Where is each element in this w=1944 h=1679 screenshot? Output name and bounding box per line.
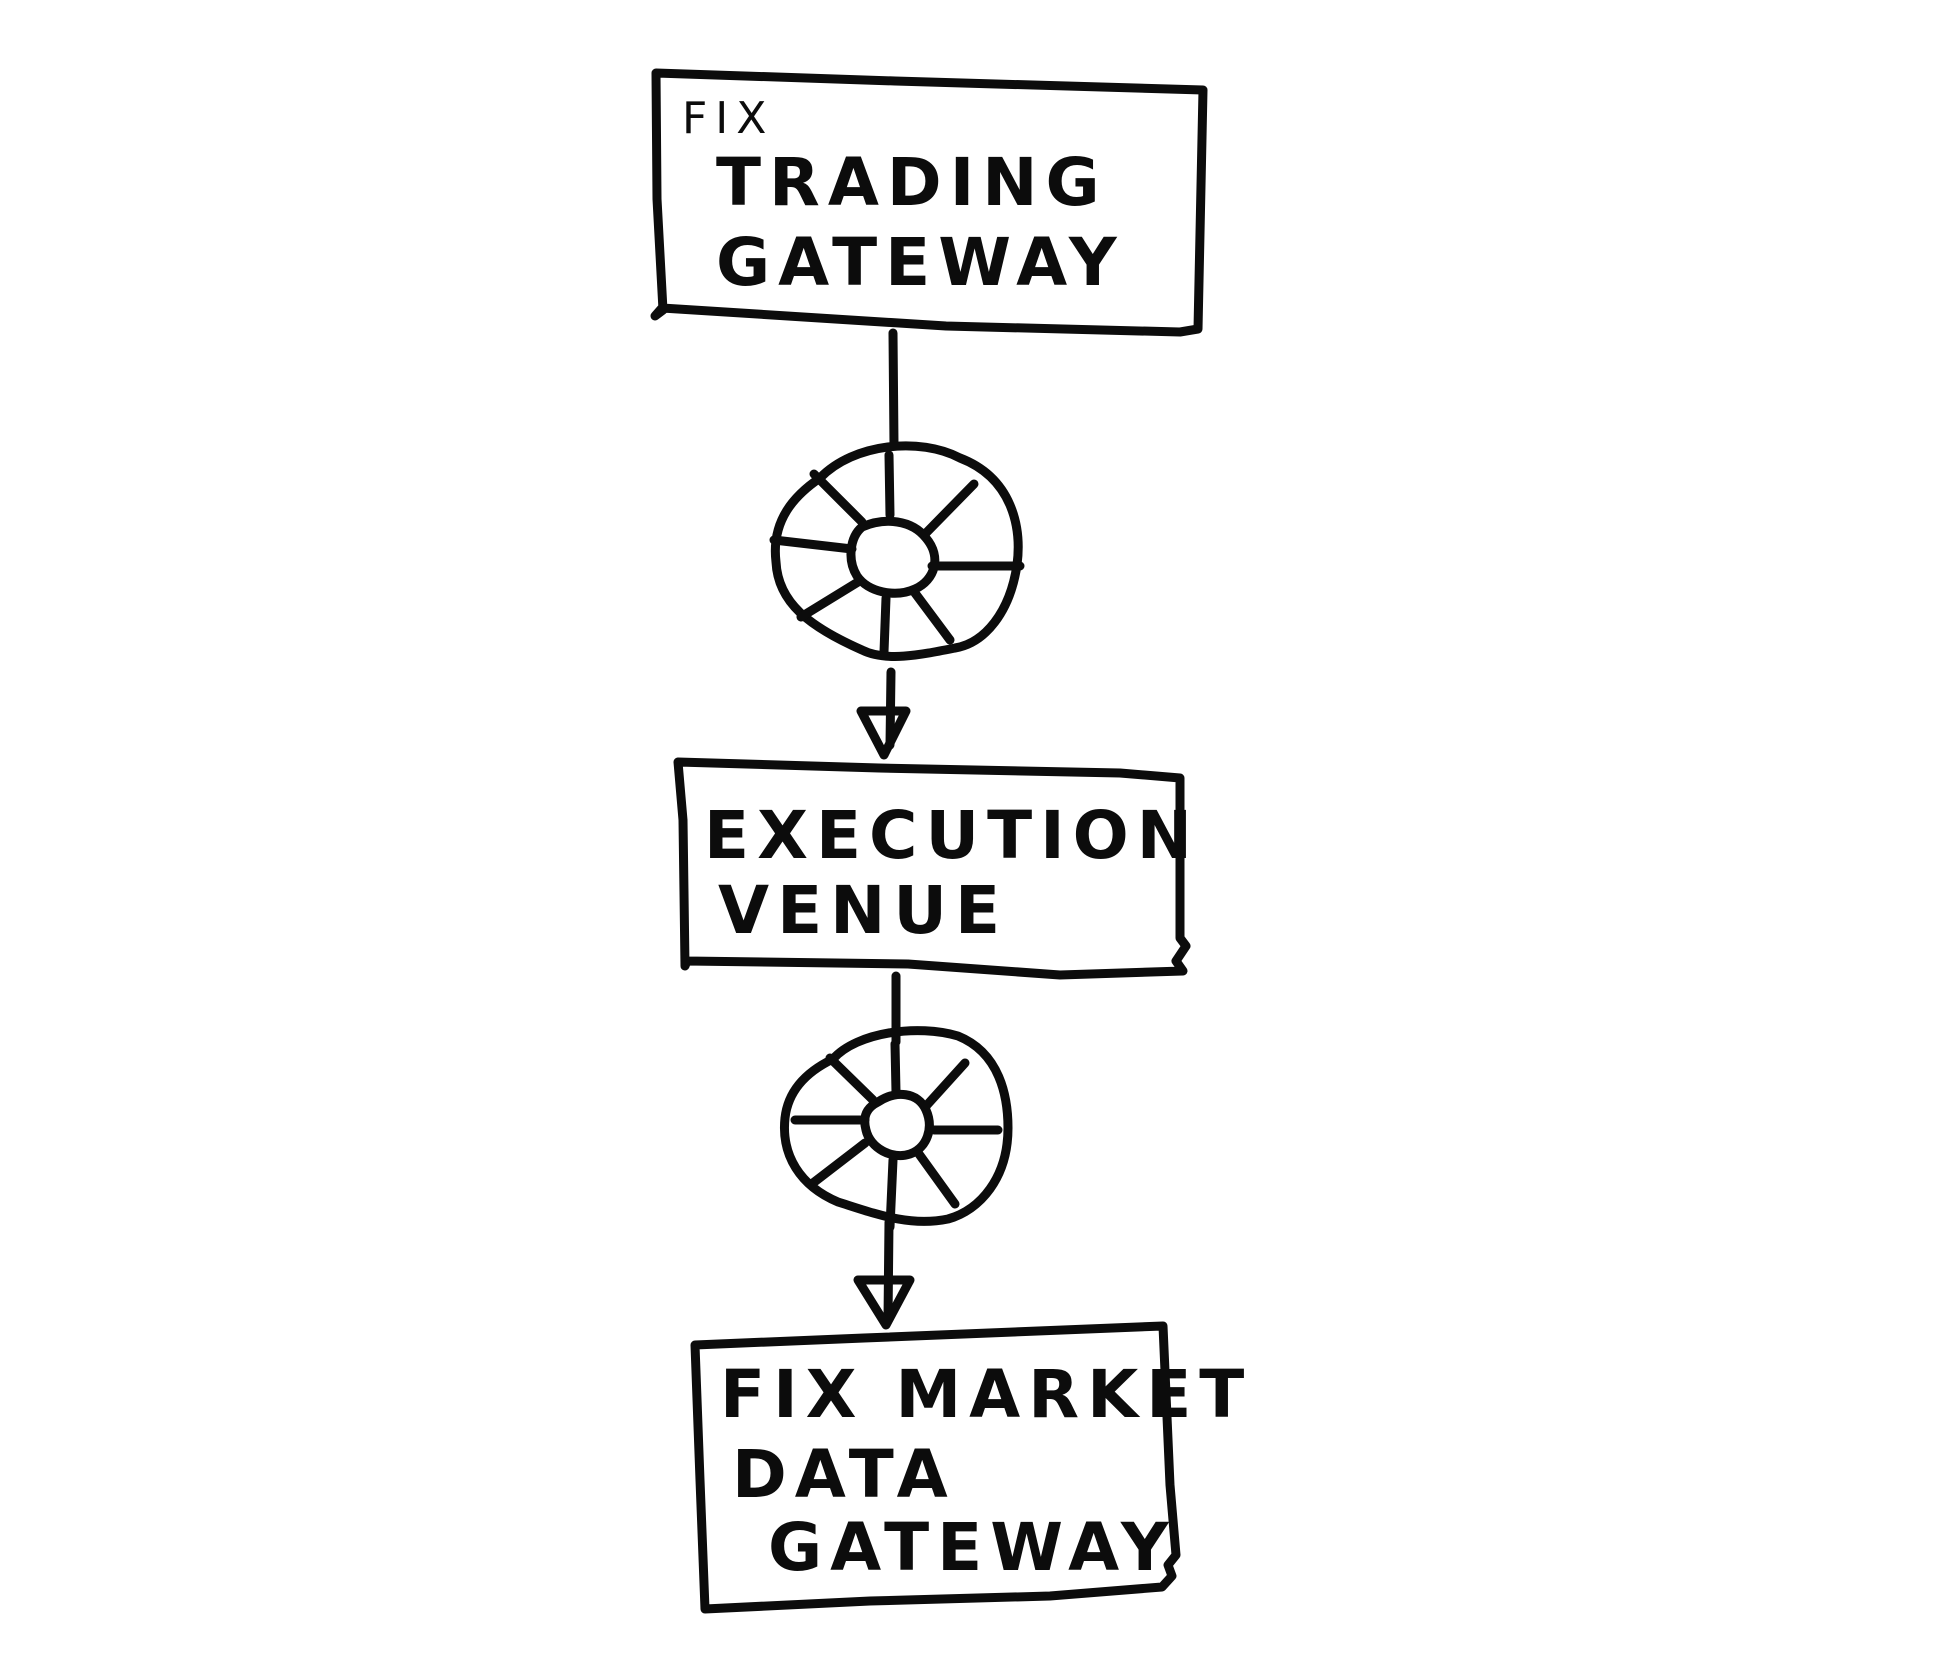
valve-wheel-2-rim — [779, 1026, 1013, 1226]
execution-venue-label-line1: EXECUTION — [704, 797, 1200, 874]
market-data-gateway-label-line1: FIX MARKET — [720, 1356, 1252, 1433]
trading-gateway-box — [650, 68, 1208, 337]
valve-wheel-1-spokes — [769, 450, 1025, 657]
market-data-gateway-box — [690, 1321, 1181, 1614]
trading-gateway-label-line1: FIX — [682, 93, 774, 144]
valve-wheel-2-spokes — [790, 1039, 1003, 1232]
market-data-gateway-label-line2: DATA — [732, 1436, 956, 1513]
arrowhead-2 — [853, 1275, 915, 1330]
trading-gateway-label-line2: TRADING — [716, 144, 1108, 221]
connector-pipe-2b — [883, 1217, 894, 1325]
trading-gateway-label-line3: GATEWAY — [716, 224, 1125, 301]
pipe-valve-wheel-icon — [769, 441, 1025, 661]
valve-wheel-1-rim — [770, 441, 1023, 661]
pipe-valve-wheel-icon — [779, 1026, 1013, 1232]
connector-pipe-1 — [888, 328, 899, 450]
market-data-gateway-label-line3: GATEWAY — [768, 1509, 1177, 1586]
trading-gateway-node[interactable]: FIX TRADING GATEWAY — [650, 68, 1208, 337]
execution-venue-box — [673, 757, 1191, 980]
execution-venue-label-line2: VENUE — [718, 872, 1008, 949]
execution-venue-node[interactable]: EXECUTION VENUE — [673, 757, 1200, 980]
arrowhead-1 — [856, 706, 911, 760]
market-data-gateway-node[interactable]: FIX MARKET DATA GATEWAY — [690, 1321, 1252, 1614]
